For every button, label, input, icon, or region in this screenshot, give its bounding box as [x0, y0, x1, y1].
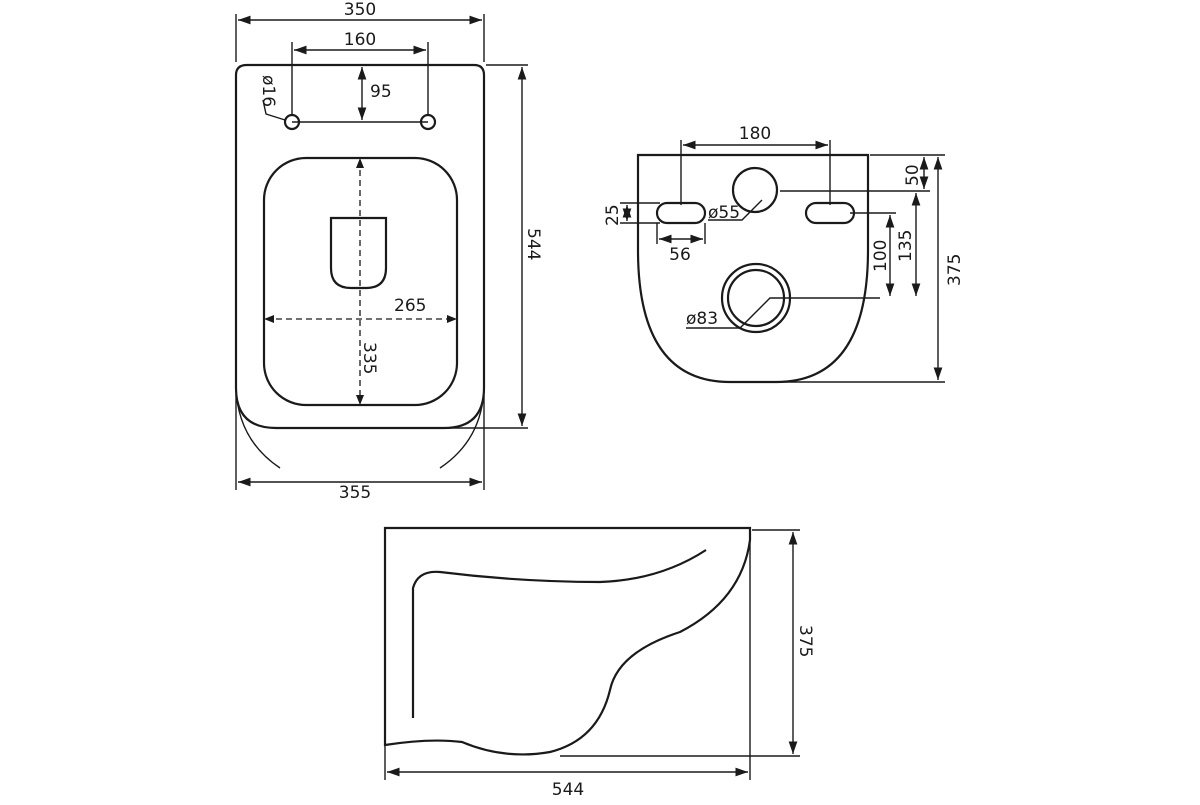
rear-view-outline: [636, 153, 870, 384]
dim-335-arrow-top: [356, 158, 364, 168]
slot-left: [655, 201, 707, 225]
dim-375-rear-label: 375: [945, 254, 965, 286]
dim-o16-label: ø16: [258, 75, 278, 107]
dim-o55-label: ø55: [708, 203, 740, 223]
dim-544-v-label: 544: [523, 228, 543, 260]
dim-25-label: 25: [603, 204, 623, 226]
dim-135-label: 135: [896, 230, 916, 262]
side-view-outline: [383, 526, 752, 756]
dim-56-label: 56: [669, 245, 691, 265]
top-view-outline: [234, 63, 486, 430]
inlet-circle: [731, 166, 779, 214]
flush-opening: [329, 216, 388, 290]
dim-375-side-label: 375: [795, 625, 815, 657]
rim-edge: [235, 387, 485, 469]
dim-50-label: 50: [903, 164, 923, 186]
top-view: 350 160 95 ø16 265 335 544 355: [234, 0, 543, 503]
dim-o16-leader: [262, 99, 286, 121]
dim-o55-leader: [708, 199, 763, 221]
dim-265-arrow-right: [447, 315, 457, 323]
bowl-outline: [262, 156, 459, 407]
dim-100-label: 100: [871, 240, 891, 272]
side-view-bowl: [411, 549, 707, 718]
slot-right: [804, 201, 856, 225]
dim-265-label: 265: [394, 296, 426, 316]
dim-265-arrow-left: [264, 315, 274, 323]
rear-view: 180 50 25 56 ø55 ø83 100 135 375: [603, 124, 965, 384]
dim-o83-leader: [686, 297, 880, 329]
side-view: 375 544: [383, 526, 815, 800]
dim-180-label: 180: [739, 124, 771, 144]
dim-355-label: 355: [339, 483, 371, 503]
dim-o83-label: ø83: [686, 309, 718, 329]
dim-350-label: 350: [344, 0, 376, 20]
dim-335-arrow-bottom: [356, 395, 364, 405]
dim-160-label: 160: [344, 30, 376, 50]
dim-95-label: 95: [370, 82, 392, 102]
dim-335-label: 335: [359, 342, 379, 374]
dim-544-h-label: 544: [552, 780, 584, 800]
